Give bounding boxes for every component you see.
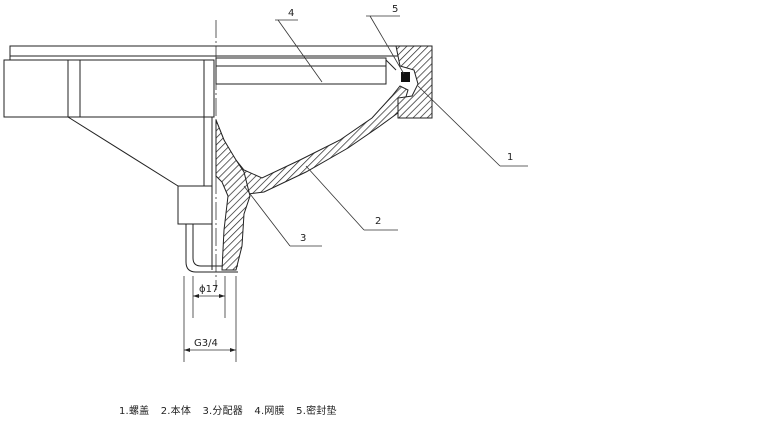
callout-label-5: 5 (392, 4, 398, 15)
thread-dimension-label: G3/4 (194, 338, 218, 349)
seal-gasket (401, 72, 410, 82)
callout-3: 3 (243, 185, 322, 247)
callout-label-4: 4 (288, 8, 294, 19)
body-outline (3, 59, 238, 273)
parts-legend: 1.螺盖 2.本体 3.分配器 4.网膜 5.密封垫 (119, 402, 345, 417)
callout-label-2: 2 (375, 216, 381, 227)
callout-2: 2 (305, 165, 398, 231)
flange-section-hatched (395, 45, 433, 119)
legend-item: 3.分配器 (202, 406, 244, 417)
callout-5: 5 (366, 4, 405, 75)
dimension-bore: ϕ17 (192, 276, 226, 318)
callout-label-1: 1 (507, 152, 513, 163)
legend-item: 2.本体 (160, 406, 192, 417)
dimension-thread: G3/4 (183, 276, 237, 362)
legend-item: 5.密封垫 (296, 406, 337, 417)
callout-1: 1 (417, 85, 528, 167)
bore-dimension-label: ϕ17 (199, 284, 218, 295)
membrane (215, 57, 397, 85)
legend-item: 1.螺盖 (119, 406, 150, 417)
distributor-section-hatched (215, 119, 251, 271)
legend-item: 4.网膜 (254, 406, 285, 417)
callout-4: 4 (275, 8, 323, 83)
callout-label-3: 3 (300, 233, 306, 244)
